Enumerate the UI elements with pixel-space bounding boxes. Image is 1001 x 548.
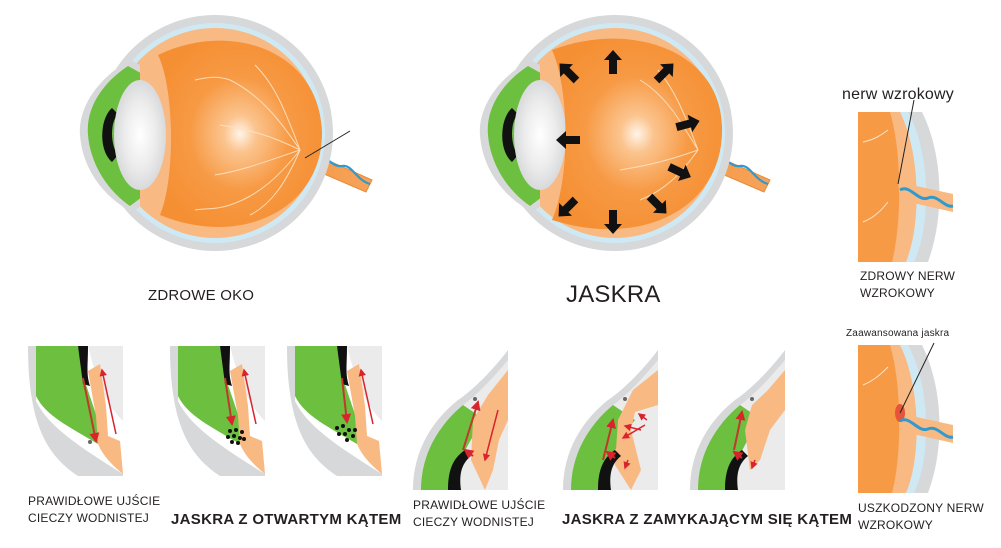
glaucoma-eye-caption: JASKRA: [566, 281, 661, 308]
closed-angle-glaucoma-caption: JASKRA Z ZAMYKAJĄCYM SIĘ KĄTEM: [562, 511, 853, 528]
glaucoma-eye-illustration: [470, 0, 800, 270]
healthy-eye-illustration: [0, 0, 400, 270]
closed-angle-normal-panel: [413, 350, 508, 490]
closed-angle-glaucoma-panel-1: [563, 350, 658, 490]
open-angle-normal-panel: [28, 346, 123, 476]
healthy-nerve-caption: ZDROWY NERW WZROKOWY: [860, 269, 956, 300]
damaged-nerve-caption: USZKODZONY NERW WZROKOWY: [858, 501, 984, 532]
damaged-nerve-illustration: [858, 342, 958, 493]
pointer-line: [304, 130, 351, 159]
pointer-line: [899, 342, 935, 414]
advanced-glaucoma-pointer-label: Zaawansowana jaskra: [846, 328, 950, 339]
open-angle-glaucoma-caption: JASKRA Z OTWARTYM KĄTEM: [171, 511, 402, 528]
closed-angle-normal-caption: PRAWIDŁOWE UJŚCIE CIECZY WODNISTEJ: [413, 498, 546, 529]
open-angle-normal-caption: PRAWIDŁOWE UJŚCIE CIECZY WODNISTEJ: [28, 494, 161, 525]
blockage-particles: [335, 424, 357, 442]
open-angle-glaucoma-panel-2: [287, 346, 382, 476]
blockage-particles: [226, 428, 246, 445]
closed-angle-glaucoma-panel-2: [690, 350, 785, 490]
optic-nerve-pointer-label: nerw wzrokowy: [842, 86, 954, 103]
open-angle-glaucoma-panel-1: [170, 346, 265, 476]
healthy-nerve-illustration: [858, 99, 958, 262]
healthy-eye-caption: ZDROWE OKO: [148, 287, 255, 304]
pressure-arrows: [556, 50, 700, 234]
pointer-line: [897, 99, 915, 185]
